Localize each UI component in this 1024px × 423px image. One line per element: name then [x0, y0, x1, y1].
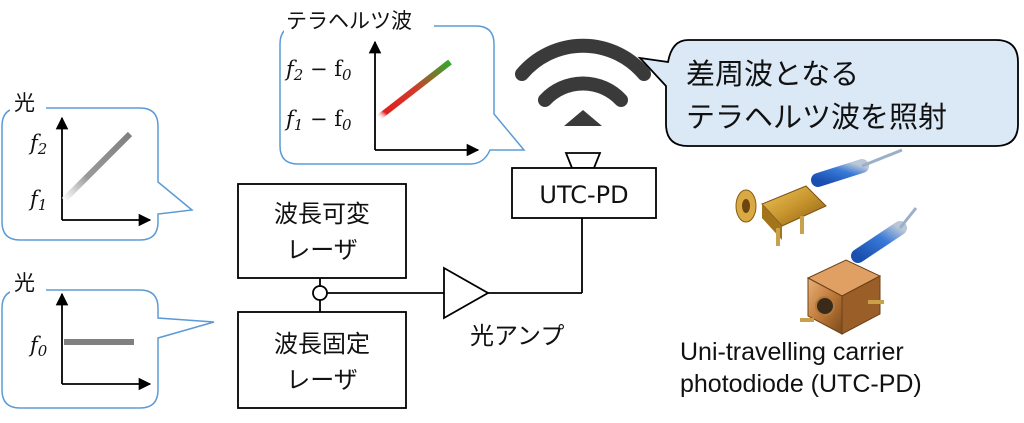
thz-callout: 差周波となる テラヘルツ波を照射 [637, 39, 1019, 147]
thz-lower-label: f1 − f0 [284, 107, 352, 134]
light2-sub: 0 [38, 342, 48, 360]
wifi-icon [515, 38, 651, 126]
lower-module-tab [800, 318, 814, 322]
utc-pd-rect [511, 167, 657, 219]
fixed-laser-rect [237, 311, 407, 409]
light1-frequency-line [61, 131, 133, 203]
lower-fiber [898, 207, 918, 229]
callout-line1: 差周波となる [686, 57, 859, 91]
thz-frequency-line [376, 59, 452, 121]
light1-upper-f: f [28, 131, 41, 155]
thz-lower-f: f [284, 107, 297, 131]
optical-coupler [312, 285, 328, 301]
light2-title-bg [10, 268, 46, 294]
fixed-laser-line2: レーザ [286, 366, 358, 394]
fixed-laser-line1: 波長固定 [274, 330, 370, 358]
amp-label: 光アンプ [470, 322, 564, 350]
light-bubble-fixed: 光 f0 [1, 268, 215, 409]
pd-antenna [564, 152, 602, 169]
utc-pd-label: UTC-PD [539, 181, 628, 209]
tunable-laser-line1: 波長可変 [274, 200, 370, 228]
upper-fiber-boot [811, 159, 869, 187]
wifi-dot [564, 110, 602, 126]
lower-module-side [841, 275, 881, 335]
tunable-laser-line2: レーザ [286, 236, 358, 264]
upper-module-port [742, 199, 750, 213]
upper-fiber [861, 148, 903, 168]
lower-fiber-boot [851, 221, 907, 263]
photo-caption-line1: Uni-travelling carrier [680, 338, 904, 366]
callout-line2: テラヘルツ波を照射 [686, 100, 947, 134]
wifi-arc-middle [538, 76, 628, 107]
light-bubble-tunable: 光 f2 f1 [1, 88, 194, 241]
light2-label: f0 [28, 333, 48, 360]
light1-bubble-title: 光 [14, 91, 35, 115]
thz-bubble: テラヘルツ波 f2 − f0 f1 − f0 [279, 6, 526, 165]
thz-upper-rest: − f [303, 57, 344, 81]
optical-amplifier [443, 266, 490, 320]
thz-bubble-outline [279, 25, 526, 165]
light1-upper-label: f2 [28, 131, 47, 158]
thz-lower-rest: − f [303, 107, 344, 131]
tunable-laser-box: 波長可変 レーザ [237, 183, 407, 279]
light2-f: f [28, 333, 41, 357]
utc-pd-module-photo [735, 148, 918, 335]
light1-lower-label: f1 [28, 187, 47, 214]
light1-upper-sub: 2 [37, 140, 48, 158]
thz-lower-sub2: 0 [342, 116, 352, 134]
light2-bubble-title: 光 [14, 271, 35, 295]
thz-lower-sub: 1 [294, 116, 304, 134]
thz-upper-f: f [284, 57, 297, 81]
utc-pd-box: UTC-PD [511, 152, 657, 219]
photo-caption-line2: photodiode (UTC-PD) [680, 370, 922, 398]
light1-lower-f: f [28, 187, 41, 211]
fixed-laser-box: 波長固定 レーザ [237, 311, 407, 409]
lower-module-tab-2 [868, 300, 884, 304]
thz-title-bg [284, 6, 434, 34]
thz-upper-sub: 2 [293, 66, 304, 84]
thz-bubble-title: テラヘルツ波 [286, 9, 412, 33]
wifi-arc-outer [515, 38, 651, 81]
thz-upper-label: f2 − f0 [284, 57, 352, 84]
upper-module-pin [776, 228, 780, 246]
lower-module-port [815, 296, 835, 316]
callout-shape [637, 39, 1019, 147]
light2-bubble-outline [1, 289, 215, 409]
light1-lower-sub: 1 [38, 196, 48, 214]
upper-module-pin-2 [800, 216, 804, 234]
light1-bubble-outline [1, 107, 194, 241]
light1-title-bg [10, 88, 46, 114]
thz-upper-sub2: 0 [342, 66, 352, 84]
tunable-laser-rect [237, 183, 407, 279]
